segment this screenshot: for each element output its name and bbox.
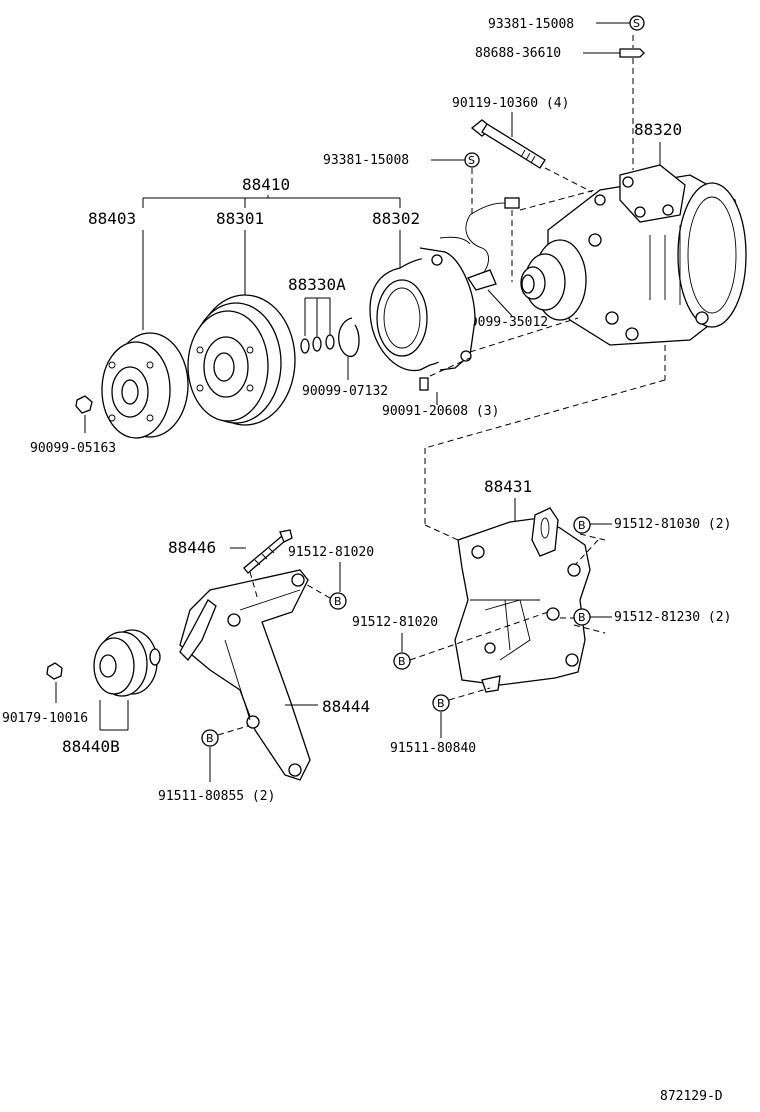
label-91511-80840: 91511-80840: [390, 741, 476, 756]
callout-88446: 88446: [168, 529, 293, 574]
shims-88330a: [300, 334, 335, 354]
pulley-88301: [187, 294, 296, 426]
label-90091-20608: 90091-20608 (3): [382, 404, 499, 419]
callout-88688-36610: 88688-36610: [475, 35, 645, 170]
nut-90179-10016: 90179-10016: [2, 662, 88, 726]
label-90099-35012: 90099-35012: [462, 315, 548, 330]
clutch-hub-88403: [101, 332, 189, 439]
label-88320: 88320: [634, 120, 682, 139]
snap-ring-90099-07132: 90099-07132: [302, 317, 388, 399]
callout-91511-80840: B 91511-80840: [390, 687, 491, 756]
callout-91511-80855: B 91511-80855 (2): [158, 725, 275, 804]
label-91511-80855: 91511-80855 (2): [158, 789, 275, 804]
callout-88440b: 88440B: [62, 700, 129, 756]
b-symbol-text: B: [206, 732, 214, 745]
label-88431: 88431: [484, 477, 532, 496]
screw-90091-20608: 90091-20608 (3): [382, 357, 499, 419]
label-91512-81020-b: 91512-81020: [352, 615, 438, 630]
s-symbol-icon: [629, 15, 645, 31]
b-symbol-icon: [201, 729, 219, 747]
field-coil-88302: [369, 247, 579, 372]
b-symbol-icon: [393, 652, 411, 670]
callout-90099-35012: 90099-35012: [462, 289, 548, 330]
label-93381-15008-mid: 93381-15008: [323, 153, 409, 168]
diagram-id: 872129-D: [660, 1089, 723, 1104]
long-bolt-icon: [470, 119, 546, 169]
bracket-88444: [179, 569, 311, 781]
callout-90119-10360: 90119-10360 (4): [452, 96, 593, 193]
clip-88688-icon: [619, 48, 645, 58]
b-symbol-text: B: [578, 519, 586, 532]
adjust-bolt-88446-icon: [243, 529, 293, 574]
s-symbol-icon: [464, 152, 480, 168]
label-88302: 88302: [372, 209, 420, 228]
b-symbol-icon: [432, 694, 450, 712]
label-88301: 88301: [216, 209, 264, 228]
label-88410: 88410: [242, 175, 290, 194]
b-symbol-text: B: [578, 611, 586, 624]
callout-91512-81020-left: 91512-81020 B: [288, 545, 374, 610]
label-90119-10360: 90119-10360 (4): [452, 96, 569, 111]
label-90099-05163: 90099-05163: [30, 441, 116, 456]
label-88403: 88403: [88, 209, 136, 228]
label-91512-81030: 91512-81030 (2): [614, 517, 731, 532]
callout-93381-15008-mid: 93381-15008 S: [323, 152, 480, 215]
label-91512-81020-a: 91512-81020: [288, 545, 374, 560]
b-symbol-text: B: [437, 697, 445, 710]
label-88688-36610: 88688-36610: [475, 46, 561, 61]
label-88330a: 88330A: [288, 275, 346, 294]
callout-93381-15008-top: 93381-15008 S: [488, 15, 645, 32]
b-symbol-text: B: [398, 655, 406, 668]
label-88440b: 88440B: [62, 737, 120, 756]
b-symbol-text: B: [334, 595, 342, 608]
label-90099-07132: 90099-07132: [302, 384, 388, 399]
bracket-88431: [454, 507, 591, 693]
s-symbol-text: S: [468, 154, 475, 167]
sensor-harness: [439, 189, 596, 291]
label-93381-15008-top: 93381-15008: [488, 17, 574, 32]
callout-91512-81020-right: 91512-81020 B: [352, 611, 549, 670]
b-symbol-icon: [573, 516, 591, 534]
callout-91512-81030: B 91512-81030 (2): [573, 516, 731, 566]
callout-88444: 88444: [285, 697, 370, 716]
label-91512-81230: 91512-81230 (2): [614, 610, 731, 625]
idler-pulley-88440b: [93, 629, 161, 697]
label-90179-10016: 90179-10016: [2, 711, 88, 726]
label-88446: 88446: [168, 538, 216, 557]
nut-90099-05163: 90099-05163: [30, 395, 116, 456]
label-88444: 88444: [322, 697, 370, 716]
callout-91512-81230: B 91512-81230 (2): [560, 608, 731, 634]
s-symbol-text: S: [633, 17, 640, 30]
b-symbol-icon: [329, 592, 347, 610]
compressor-88320: [520, 164, 747, 346]
